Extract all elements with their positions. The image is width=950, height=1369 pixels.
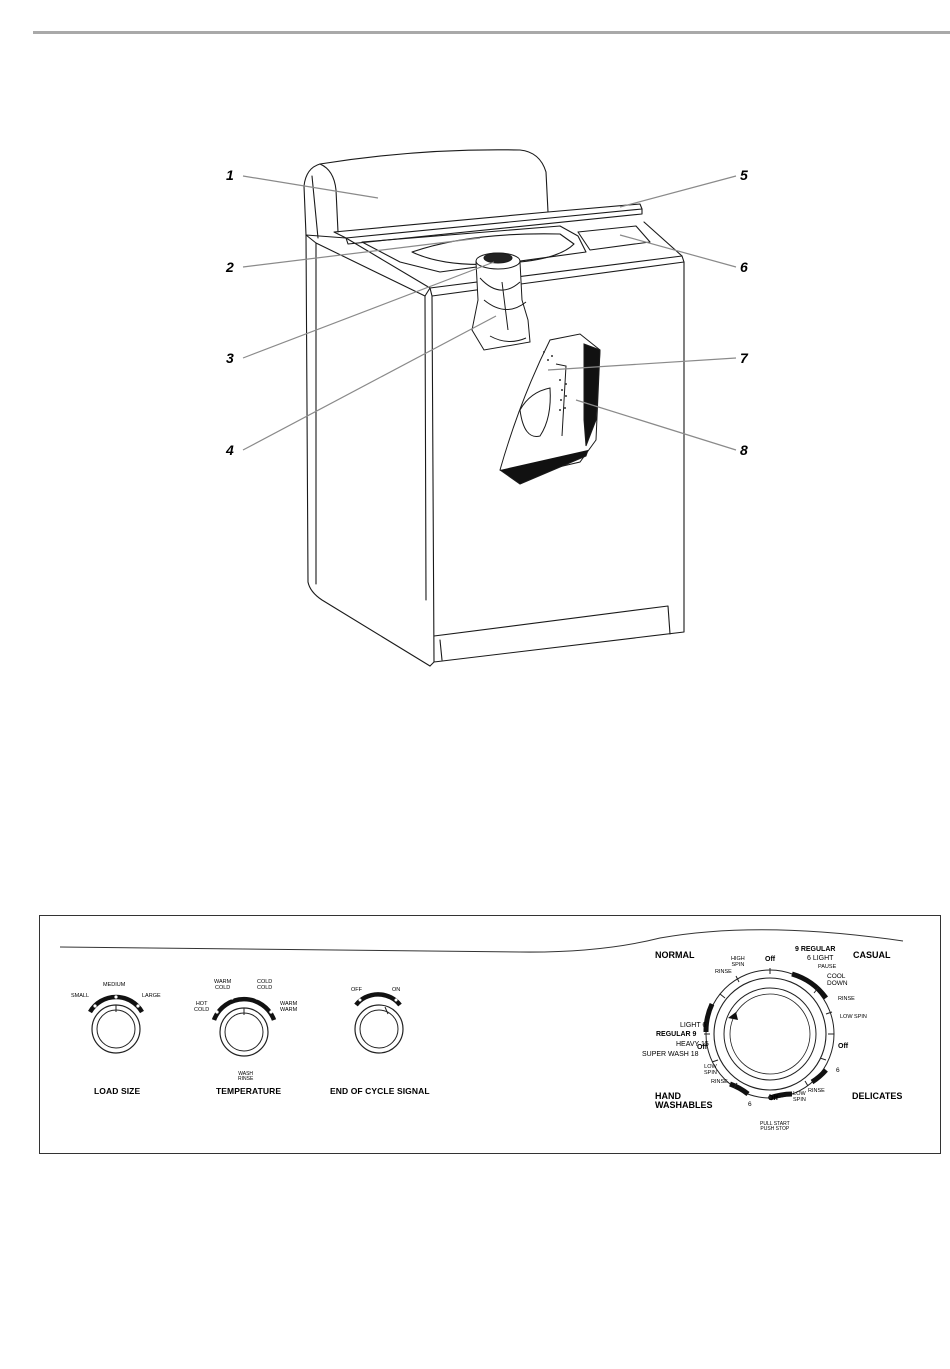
leader-line-3 [242,261,495,359]
callout-5: 5 [740,167,748,183]
callout-2: 2 [226,259,234,275]
leader-line-2 [242,237,481,268]
end-of-cycle-title: END OF CYCLE SIGNAL [330,1086,430,1096]
leader-line-5 [619,175,737,208]
temp-warm-label-1: WARM [214,979,232,985]
cycle-pull-start-label: PULL START [760,1121,790,1127]
temp-hot-cold: HOT COLD [194,1001,210,1013]
temp-cold-label-2: COLD [214,984,231,991]
control-panel [39,915,941,1154]
temp-rinse-label: RINSE [238,1076,254,1082]
cycle-low-label-hand: LOW [704,1064,717,1070]
signal-on: ON [392,987,401,993]
cycle-pause: PAUSE [818,964,837,970]
cycle-delicates: DELICATES [852,1091,903,1101]
load-size-title: LOAD SIZE [94,1086,141,1096]
cycle-low-spin-hand: LOW SPIN [704,1064,717,1076]
cycle-rinse-normal: RINSE [715,969,732,975]
cycle-spin-label-hand: SPIN [704,1069,717,1076]
cycle-rinse-casual: RINSE [838,996,855,1002]
load-size-small: SMALL [71,993,90,999]
leader-line-7 [547,357,737,371]
temp-warm-cold: WARM COLD [214,979,232,991]
temperature-title: TEMPERATURE [216,1086,282,1096]
cycle-push-stop-label: PUSH STOP [760,1126,790,1132]
temp-warm-label-2: WARM [280,1001,298,1007]
cycle-high-spin: HIGH SPIN [731,956,745,968]
cycle-hand-washables: HAND WASHABLES [655,1092,713,1110]
callout-8: 8 [740,442,748,458]
cycle-low-spin-casual: LOW SPIN [840,1014,867,1020]
washer-lid [333,203,643,239]
cycle-cool-label: COOL [827,973,846,980]
cycle-rinse-delicates: RINSE [808,1088,825,1094]
cycle-off-right: Off [838,1043,849,1050]
cycle-washables-label: WASHABLES [655,1100,713,1110]
washer-side [305,234,431,667]
load-size-knob[interactable] [88,994,144,1054]
leader-line-4 [242,315,497,451]
temp-warm-warm: WARM WARM [280,1001,298,1013]
temp-cold-cold: COLD COLD [257,979,273,991]
washer-console [303,149,549,236]
cycle-six-delicates: 6 [836,1067,840,1074]
cycle-six-hand: 6 [748,1101,752,1108]
washer-front [424,295,427,601]
cycle-pull-push: PULL START PUSH STOP [760,1122,790,1132]
temperature-knob[interactable] [211,996,277,1057]
temp-wash-label: WASH [238,1071,254,1077]
cycle-regular-9-normal: REGULAR 9 [656,1031,697,1038]
cycle-down-label: DOWN [827,979,848,987]
cycle-super-wash-18: SUPER WASH 18 [642,1051,699,1058]
cycle-low-spin-delicates: LOW SPIN [793,1091,806,1103]
cycle-off-left: Off [697,1044,708,1051]
cycle-off-top: Off [765,956,776,963]
temp-wash-rinse: WASH RINSE [238,1072,253,1082]
washer-illustration [242,149,737,667]
cycle-spin-label: SPIN [731,961,745,968]
temp-cold-label-1: COLD [194,1006,210,1013]
cycle-normal: NORMAL [655,950,695,960]
callout-4: 4 [226,442,234,458]
load-size-large: LARGE [142,993,161,999]
callout-6: 6 [740,259,748,275]
load-size-medium: MEDIUM [103,982,126,988]
cycle-low-label-del: LOW [793,1091,806,1097]
temp-hot-label: HOT [195,1001,208,1007]
agitator-dispenser [471,252,531,351]
washer-tub-opening [361,225,587,273]
temp-cold-label-3: COLD [257,979,273,985]
signal-off: OFF [351,987,362,993]
cycle-dial-knob[interactable] [703,968,835,1101]
cycle-light-6: LIGHT 6 [680,1022,707,1029]
top-rule [33,31,950,34]
cycle-spin-label-del: SPIN [793,1096,806,1103]
cycle-cool-down: COOL DOWN [827,973,848,987]
cycle-casual: CASUAL [853,950,891,960]
cycle-rinse-hand: RINSE [711,1079,728,1085]
end-of-cycle-knob[interactable] [354,992,404,1054]
cycle-hand-label: HAND [655,1091,681,1101]
leader-line-6 [619,234,737,268]
callout-7: 7 [740,350,748,366]
bleach-dispenser [499,333,601,485]
cycle-light-6-casual: 6 LIGHT [807,955,834,962]
cycle-off-bottom: Off [768,1095,779,1102]
leader-line-1 [242,175,379,199]
panel-decor-curve [59,929,904,953]
callout-3: 3 [226,350,234,366]
leader-line-8 [575,399,737,451]
callout-1: 1 [226,167,234,183]
temp-cold-label-4: COLD [257,984,273,991]
cycle-high-label: HIGH [731,956,745,962]
cycle-heavy-15: HEAVY 15 [676,1041,709,1048]
temp-warm-label-3: WARM [280,1006,298,1013]
cycle-regular-9-casual: 9 REGULAR [795,946,836,953]
